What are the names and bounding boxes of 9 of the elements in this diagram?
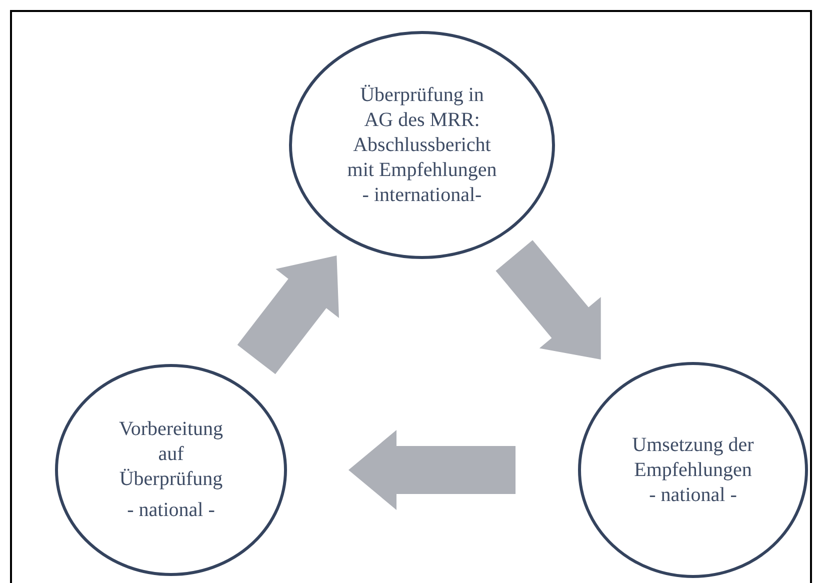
scope-label: - national -: [648, 482, 738, 508]
node-label: Vorbereitung auf Überprüfung: [118, 417, 224, 492]
block-arrow: [496, 240, 601, 360]
scope-label: - national -: [126, 498, 216, 523]
node-label: Umsetzung der Empfehlungen: [631, 432, 755, 482]
block-arrow: [348, 430, 516, 510]
block-arrow: [237, 256, 339, 374]
node-label: Überprüfung in AG des MRR: Abschlussbericht mit Empfehlungen: [346, 82, 498, 182]
scope-label: - international-: [361, 182, 483, 208]
